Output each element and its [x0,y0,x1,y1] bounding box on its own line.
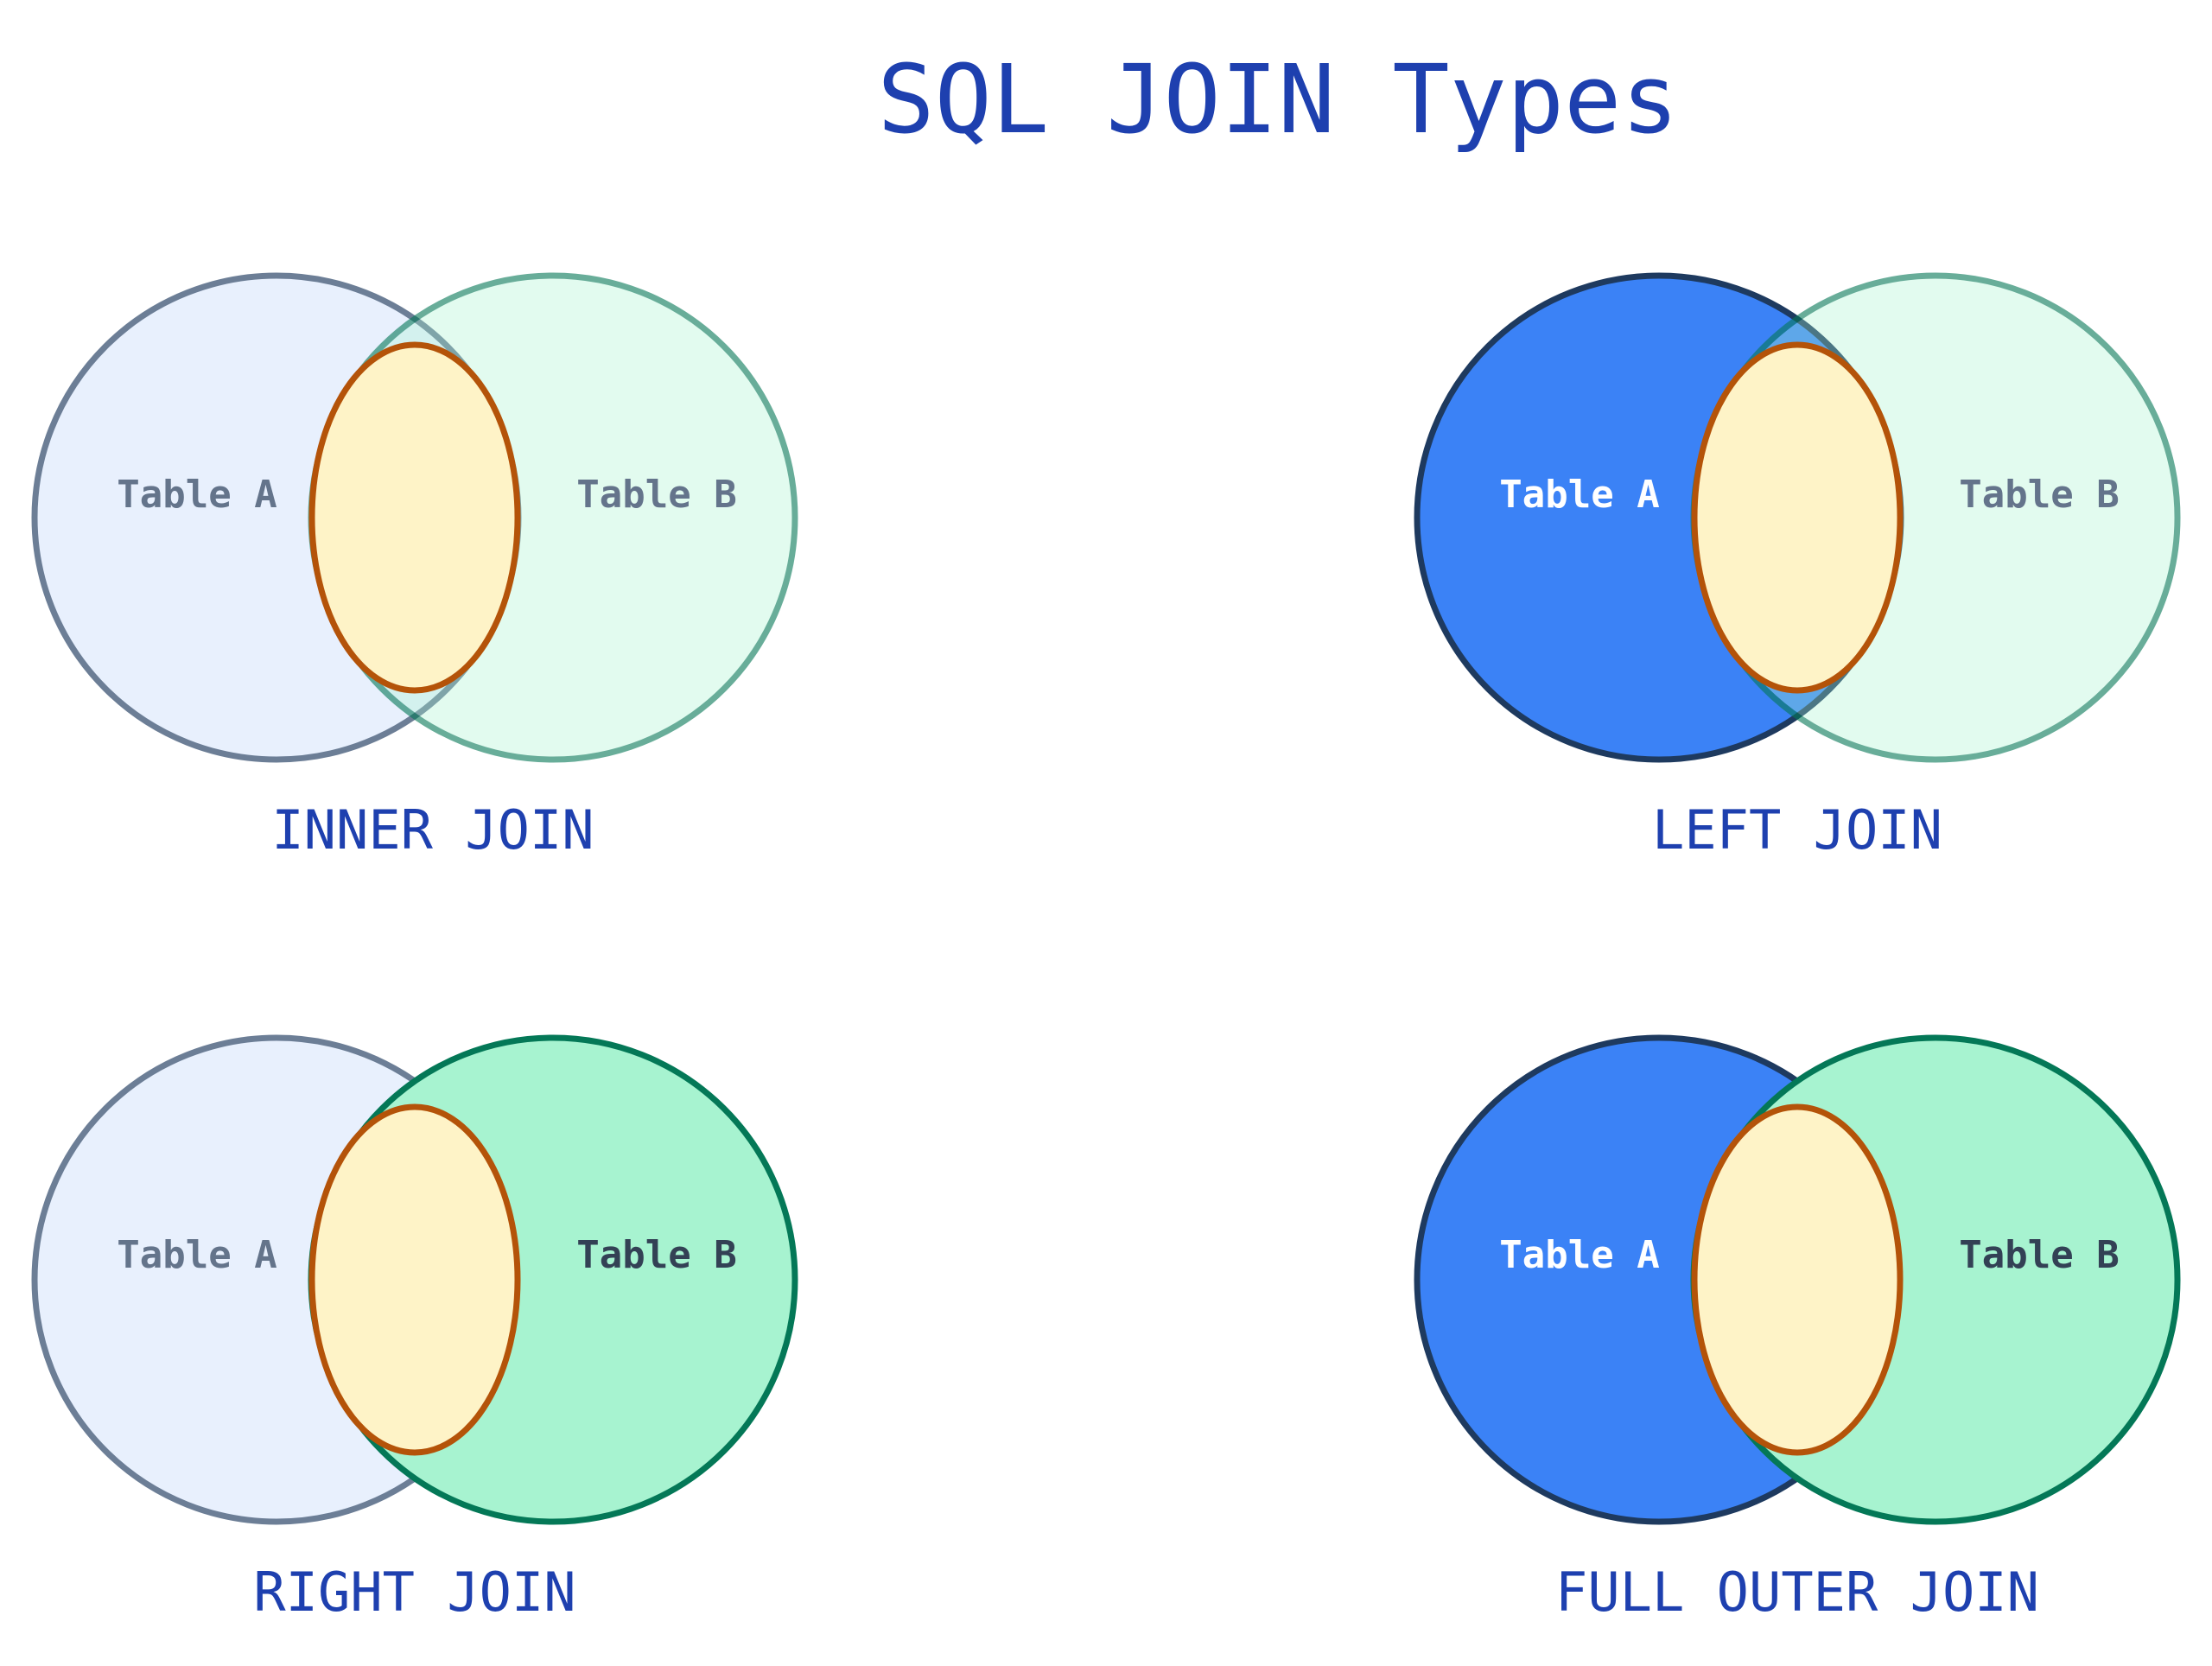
table-b-label: Table B [1959,1233,2119,1277]
table-a-label: Table A [1499,1233,1659,1277]
join-name-label: FULL OUTER JOIN [1555,1561,2039,1624]
venn-full-outer-join: Table A Table B FULL OUTER JOIN [1414,1034,2181,1624]
intersection-ellipse [308,1103,521,1456]
table-b-label: Table B [576,473,736,517]
page-title: SQL JOIN Types [877,44,1678,155]
venn-left-join: Table A Table B LEFT JOIN [1414,272,2181,862]
join-name-label: LEFT JOIN [1652,798,1942,862]
intersection-ellipse [308,341,521,694]
intersection-ellipse [1691,1103,1904,1456]
intersection-ellipse [1691,341,1904,694]
table-b-label: Table B [576,1233,736,1277]
join-name-label: INNER JOIN [271,798,594,862]
table-b-label: Table B [1959,473,2119,517]
table-a-label: Table A [117,473,276,517]
venn-right-join: Table A Table B RIGHT JOIN [31,1034,798,1624]
venn-inner-join: Table A Table B INNER JOIN [31,272,798,862]
join-name-label: RIGHT JOIN [253,1561,575,1624]
table-a-label: Table A [1499,473,1659,517]
table-a-label: Table A [117,1233,276,1277]
